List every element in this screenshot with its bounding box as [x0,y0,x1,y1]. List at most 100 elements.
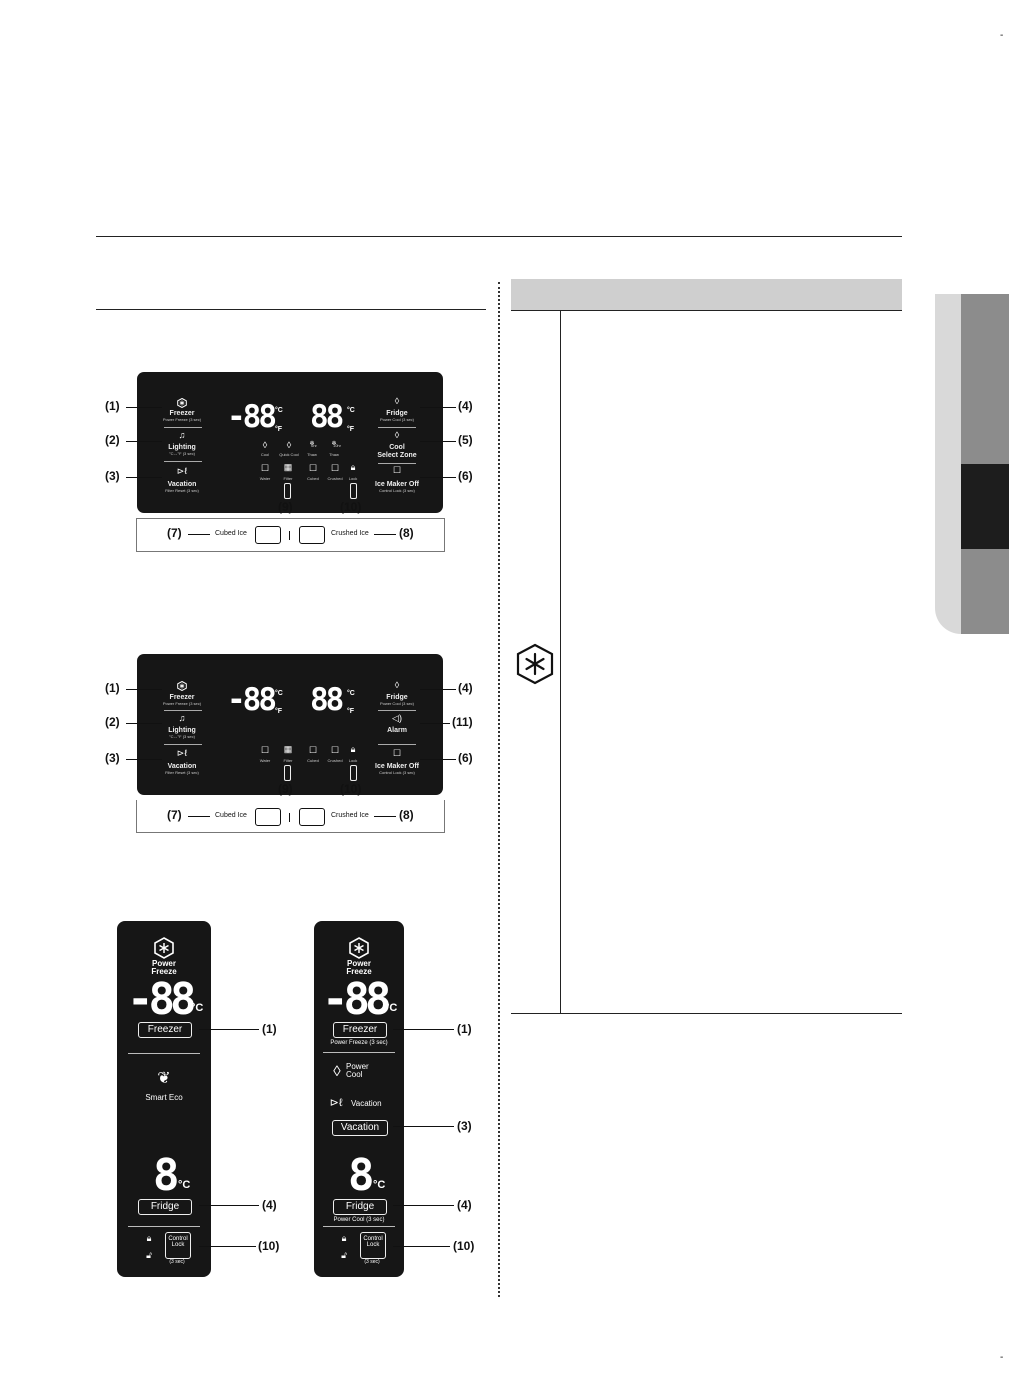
vacation-sub: Filter Reset (3 sec) [165,770,199,775]
freezer-temp-display: -88 [227,682,277,718]
callout-6: (6) [458,469,473,483]
fridge-button[interactable]: Fridge [138,1199,192,1215]
icemaker-sub: Control Lock (3 sec) [379,770,415,775]
snowflake-icon [349,937,369,959]
drop-icon: ◊ [333,1063,341,1080]
lock-indicator [350,483,357,499]
leaf-icon: ❦ [157,1070,171,1087]
icemaker-label: Ice Maker Off [375,481,419,488]
unlock-icon: 🔓︎ [341,1250,347,1260]
column-divider [498,282,500,1297]
crushed-icon: ☐ [330,463,340,473]
callout-1: (1) [105,399,120,413]
cool-select-icon: ◊ [394,430,400,440]
callout-9: (9) [278,500,293,514]
freezer-temp-display: -88 [322,974,392,1025]
callout-2: (2) [105,433,120,447]
freezer-sub: Power Freeze (3 sec) [162,417,202,422]
vacation-button[interactable]: Vacation [332,1120,388,1136]
unlock-icon: 🔓︎ [146,1250,152,1260]
select-zone-label: Select Zone [377,452,417,459]
lock-icon: 🔒︎ [341,1233,347,1243]
thaw-6hr-icon: ❄ [309,441,315,447]
callout-3: (3) [105,469,120,483]
crushed-ice-button[interactable] [299,808,325,826]
corner-mark-bottom: - [1000,1352,1004,1363]
dispenser-bar-a [136,518,445,552]
vacation-sub: Filter Reset (3 sec) [165,488,199,493]
fridge-label: Fridge [386,694,408,701]
corner-mark-top: - [1000,30,1004,41]
filter-icon: ▦ [283,462,293,472]
ice-cup-icon: ☐ [392,748,402,758]
light-icon: ♫ [178,713,186,723]
table-header [511,279,902,311]
chapter-tab-3[interactable] [961,549,1009,634]
alarm-label: Alarm [387,727,407,734]
lighting-label: Lighting [168,727,196,734]
filter-indicator [284,483,291,499]
cool-drop-icon: ◊ [262,440,268,450]
freezer-label: Freezer [169,694,195,701]
water-icon: ☐ [260,745,270,755]
fridge-temp-display: 8 [348,1150,374,1201]
water-icon: ☐ [260,463,270,473]
chapter-tab-1[interactable] [961,294,1009,464]
section-rule-left [96,309,486,310]
control-lock-button[interactable]: Control Lock [165,1232,191,1259]
drop-icon: ◊ [394,680,400,690]
fridge-temp-display: 8 [153,1150,179,1201]
snowflake-hexagon-icon [516,643,554,685]
control-lock-button[interactable]: Control Lock [360,1232,386,1259]
snowflake-icon [177,681,187,691]
cubed-ice-button[interactable] [255,808,281,826]
vacation-icon: ⊳ℓ [176,748,188,758]
ice-cup-icon: ☐ [392,465,402,475]
vacation-label: Vacation [167,481,197,488]
crushed-ice-button[interactable] [299,526,325,544]
freezer-sub: Power Freeze (3 sec) [162,701,202,706]
control-panel-a: Freezer Power Freeze (3 sec) ♫ Lighting … [137,372,443,513]
smart-eco-label: Smart Eco [145,1093,183,1102]
table-bottom-rule [511,1013,902,1014]
speaker-icon: ◁) [392,713,402,723]
icemaker-sub: Control Lock (3 sec) [379,488,415,493]
power-cool-label: Power Cool [346,1062,369,1080]
fridge-temp-display: 88 [310,682,344,718]
power-freeze-label: Power Freeze [151,959,177,977]
freezer-temp-display: -88 [227,399,277,435]
fridge-label: Fridge [386,410,408,417]
vacation-icon: ⊳ℓ [176,466,188,476]
callout-10: (10) [340,500,362,514]
cubed-ice-button[interactable] [255,526,281,544]
fridge-sub: Power Cool (3 sec) [379,417,414,422]
fridge-button[interactable]: Fridge [333,1199,387,1215]
freezer-button[interactable]: Freezer [333,1022,387,1038]
lighting-sub: °C↔°F (3 sec) [169,734,195,739]
chapter-tab-2-active[interactable] [961,464,1009,549]
callout-4: (4) [458,399,473,413]
vacation-icon: ⊳ℓ [329,1097,343,1109]
freezer-button[interactable]: Freezer [138,1022,192,1038]
lock-indicator [350,765,357,781]
fridge-sub: Power Cool (3 sec) [379,701,414,706]
lighting-label: Lighting [168,444,196,451]
freezer-label: Freezer [169,410,195,417]
light-icon: ♫ [178,430,186,440]
snowflake-icon [154,937,174,959]
thaw-10hr-icon: ❄ [331,441,337,447]
table-column-divider [560,311,561,1013]
filter-indicator [284,765,291,781]
quick-cool-icon: ◊ [286,440,292,450]
fridge-temp-display: 88 [310,399,344,435]
lock-icon: 🔒︎ [350,462,356,472]
chapter-tabs [909,294,1009,634]
control-panel-d: Power Freeze -88 °C Freezer Power Freeze… [314,921,404,1277]
callout-5: (5) [458,433,473,447]
cubed-icon: ☐ [308,463,318,473]
control-panel-c: Power Freeze -88 °C Freezer ❦ Smart Eco … [117,921,211,1277]
lock-icon: 🔒︎ [146,1233,152,1243]
cool-label: Cool [389,444,405,451]
drop-icon: ◊ [394,396,400,406]
icemaker-label: Ice Maker Off [375,763,419,770]
